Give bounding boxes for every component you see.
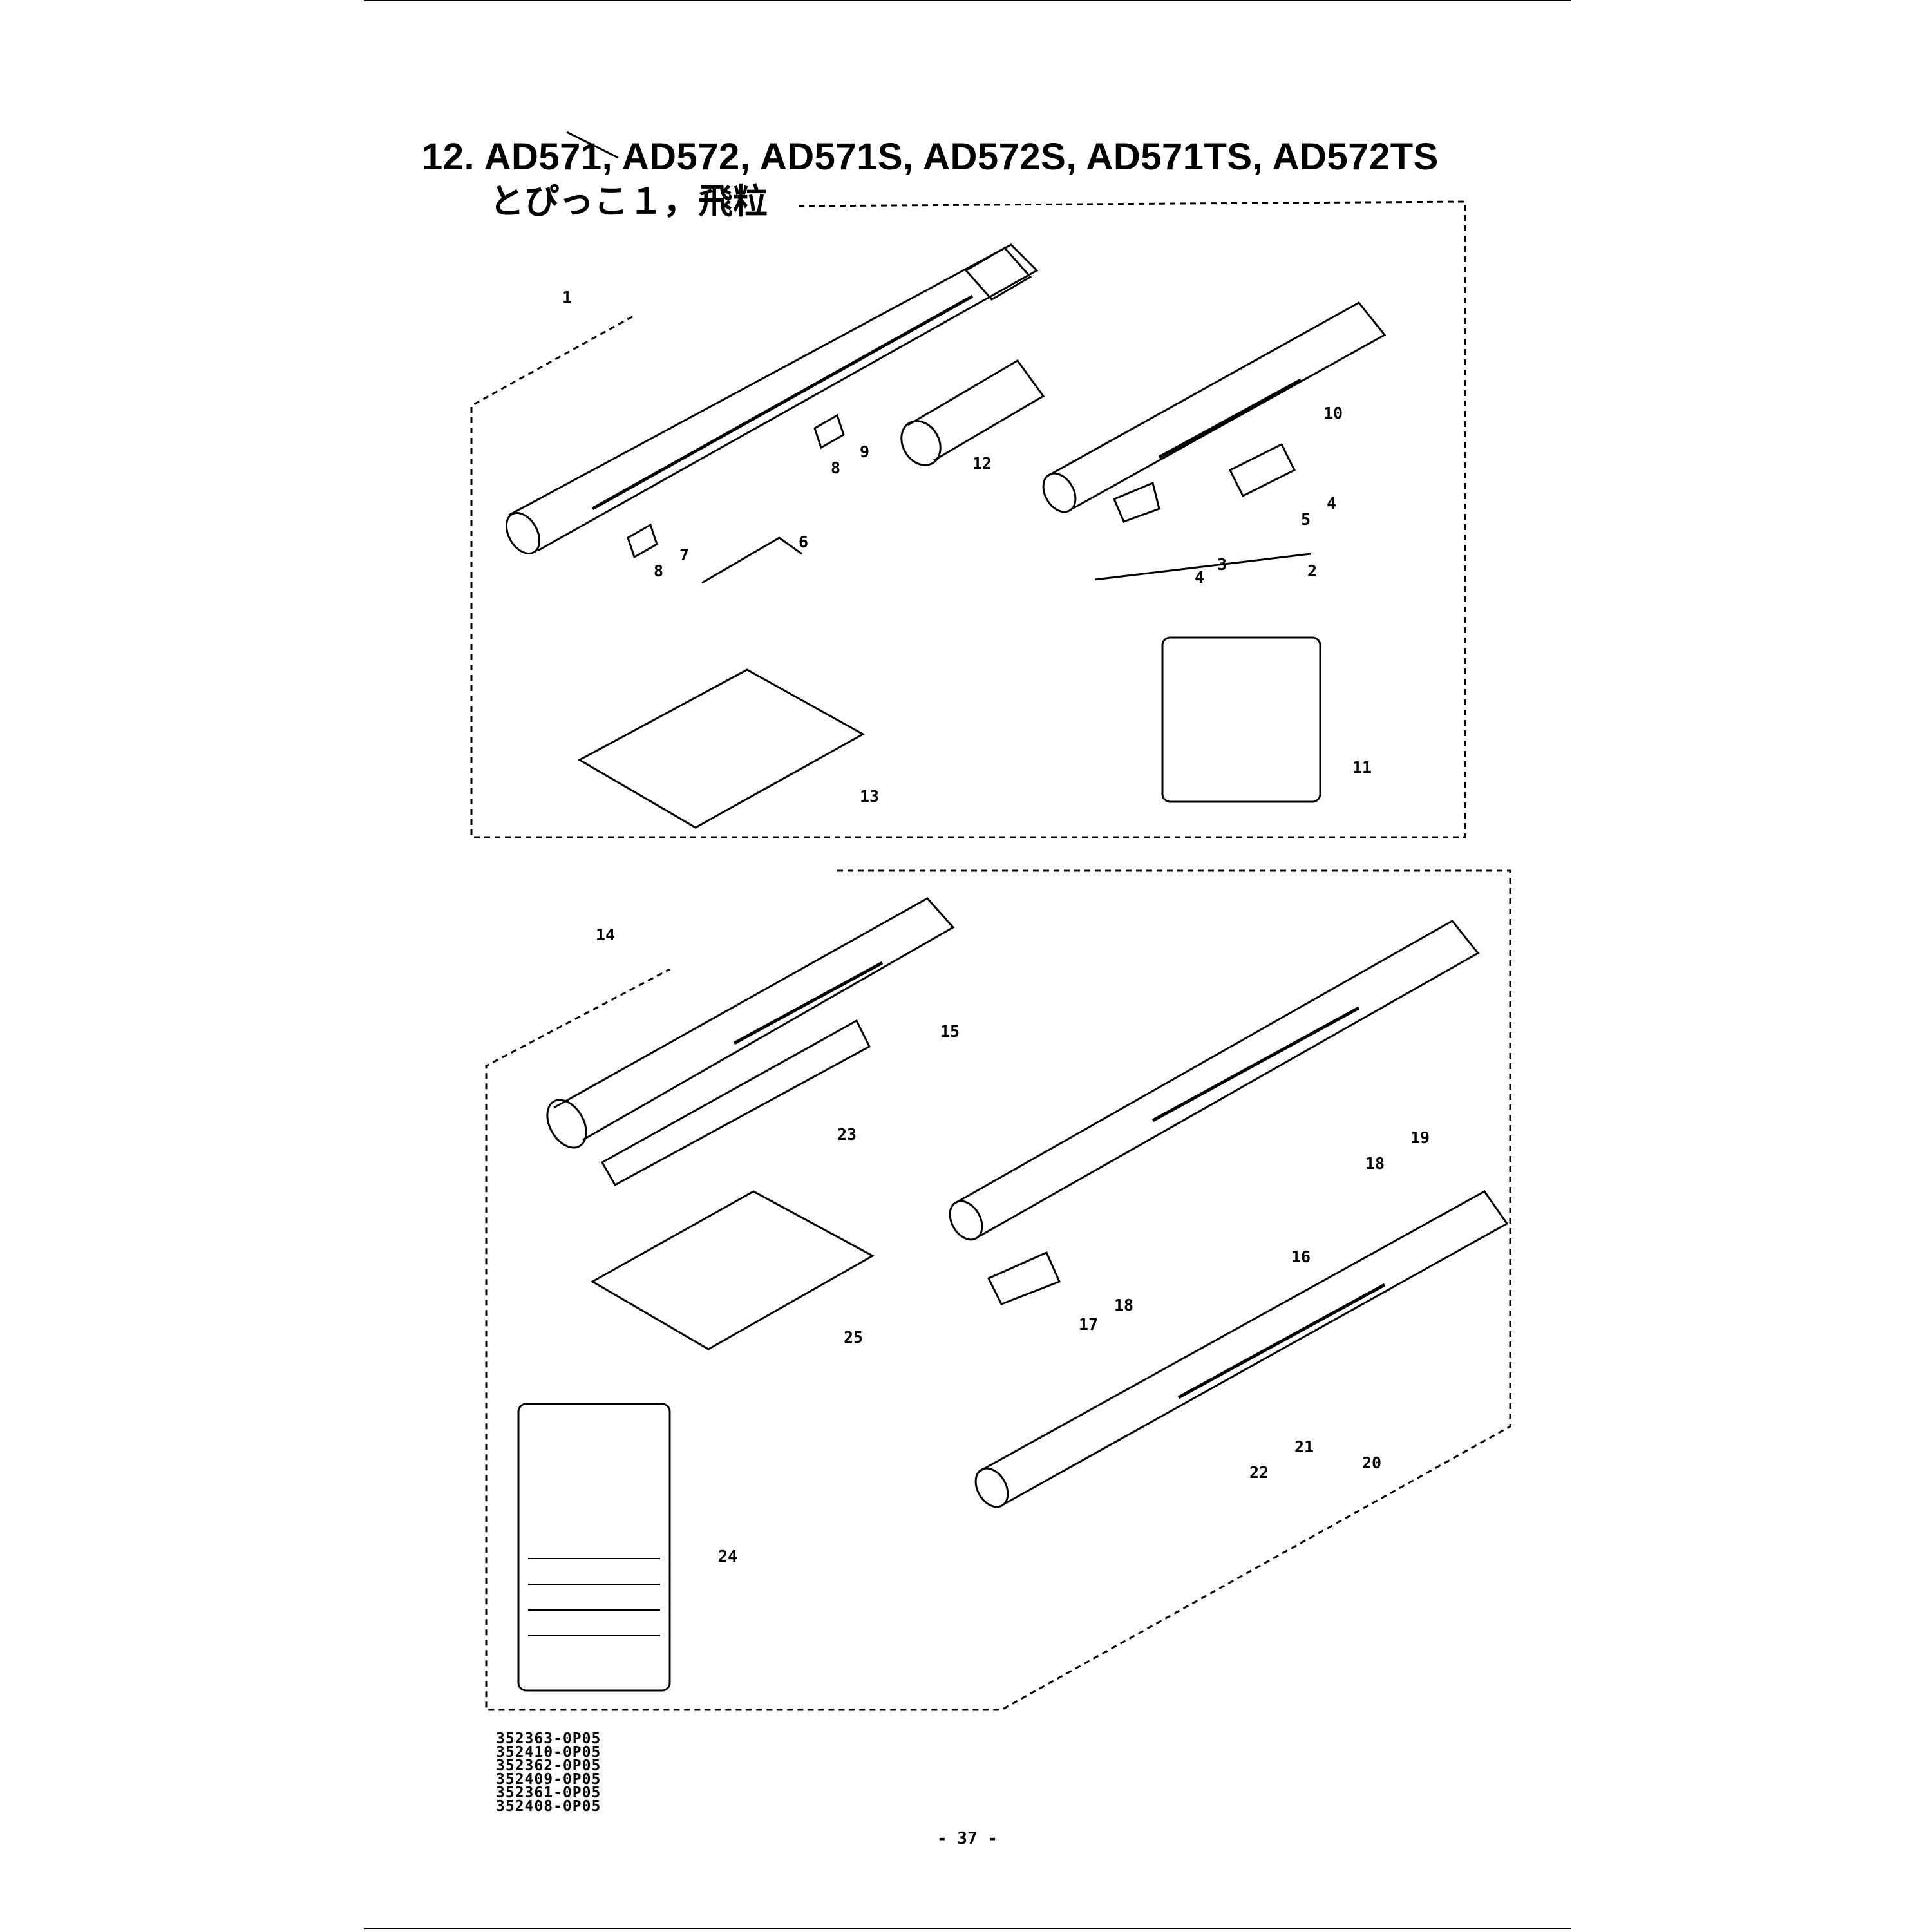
- part-number-14: 14: [596, 925, 615, 944]
- tube-part-1: [505, 243, 1039, 554]
- bracket-part-17: [987, 1251, 1061, 1305]
- manual-part-13: [577, 668, 866, 829]
- page-title: 12. AD571, AD572, AD571S, AD572S, AD571T…: [422, 136, 1439, 178]
- model-code: 352363-0P05: [496, 1730, 601, 1747]
- part-number-20: 20: [1362, 1454, 1381, 1472]
- part-number-17: 17: [1079, 1315, 1098, 1334]
- part-number-21: 21: [1294, 1437, 1314, 1456]
- clip-part-9: [813, 413, 845, 450]
- part-number-4: 4: [1195, 568, 1204, 587]
- part-number-19: 19: [1410, 1128, 1430, 1147]
- bracket-part-3: [1113, 481, 1160, 523]
- part-number-6: 6: [799, 533, 808, 551]
- label-part-11: [1161, 636, 1321, 803]
- part-number-2: 2: [1307, 562, 1317, 580]
- part-number-24: 24: [718, 1547, 737, 1566]
- part-number-13: 13: [860, 787, 879, 806]
- tube-part-10: [1042, 301, 1387, 513]
- label-part-24: [517, 1403, 671, 1692]
- part-number-18: 18: [1365, 1154, 1385, 1173]
- part-number-4b: 4: [1327, 494, 1336, 513]
- part-number-8: 8: [654, 562, 663, 580]
- part-number-1: 1: [562, 288, 572, 307]
- model-code: 352408-0P05: [496, 1798, 601, 1815]
- tube-part-16: [949, 920, 1480, 1241]
- tube-part-20: [974, 1190, 1509, 1508]
- part-number-5: 5: [1301, 510, 1311, 529]
- tube-part-14: [546, 897, 955, 1149]
- model-code-list: 352363-0P05 352410-0P05 352362-0P05 3524…: [496, 1732, 601, 1814]
- page-subtitle: とぴっこ１，飛粒: [489, 181, 768, 222]
- part-number-10: 10: [1323, 404, 1343, 422]
- manual-part-25: [590, 1190, 875, 1350]
- part-number-18b: 18: [1114, 1296, 1133, 1314]
- part-number-11: 11: [1352, 758, 1372, 777]
- bracket-part-5: [1228, 442, 1296, 498]
- part-number-15: 15: [940, 1022, 960, 1041]
- part-number-8b: 8: [831, 459, 840, 477]
- top-rule: [364, 0, 1571, 1]
- page-number: - 37 -: [937, 1829, 998, 1848]
- bottom-rule: [364, 1928, 1571, 1929]
- model-code: 352361-0P05: [496, 1785, 601, 1801]
- guard-part-23: [600, 1019, 871, 1187]
- part-number-12: 12: [972, 454, 992, 473]
- model-code: 352410-0P05: [496, 1744, 601, 1761]
- coupler-part-12: [900, 359, 1045, 466]
- part-number-23: 23: [837, 1125, 857, 1144]
- part-number-9: 9: [860, 442, 869, 461]
- clip-part-7: [627, 523, 658, 559]
- part-number-7: 7: [679, 545, 689, 564]
- part-number-22: 22: [1249, 1463, 1269, 1482]
- part-number-25: 25: [844, 1328, 863, 1347]
- model-code: 352409-0P05: [496, 1771, 601, 1788]
- model-code: 352362-0P05: [496, 1757, 601, 1774]
- part-number-3: 3: [1217, 555, 1227, 574]
- lower-group-frame: [485, 869, 1511, 1711]
- part-number-16: 16: [1291, 1247, 1311, 1266]
